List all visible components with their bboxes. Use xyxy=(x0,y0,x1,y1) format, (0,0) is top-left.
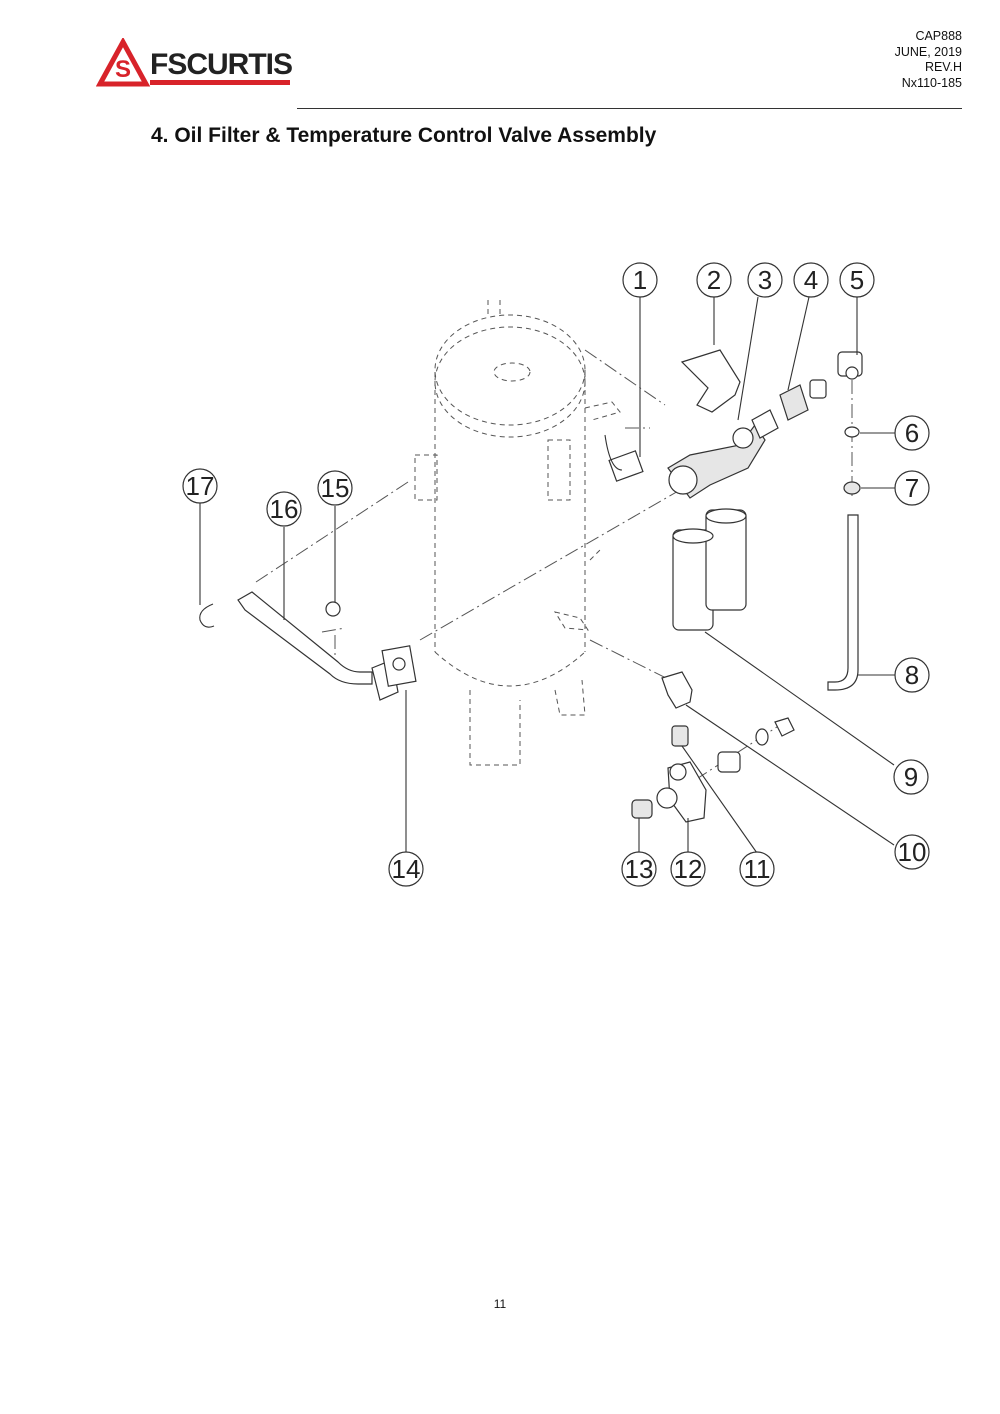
svg-text:14: 14 xyxy=(392,854,421,884)
svg-text:7: 7 xyxy=(905,473,919,503)
callout-7: 7 xyxy=(894,470,930,506)
callout-1: 1 xyxy=(622,262,658,298)
parts-left xyxy=(199,591,417,701)
svg-text:10: 10 xyxy=(898,837,927,867)
page-number: 11 xyxy=(493,1297,507,1311)
callout-5: 5 xyxy=(839,262,875,298)
svg-text:4: 4 xyxy=(804,265,818,295)
callout-12: 12 xyxy=(670,851,706,887)
fscurtis-logo: S xyxy=(96,38,290,87)
svg-text:6: 6 xyxy=(905,418,919,448)
callout-14: 14 xyxy=(388,851,424,887)
svg-text:13: 13 xyxy=(625,854,654,884)
svg-text:9: 9 xyxy=(904,762,918,792)
svg-text:S: S xyxy=(115,56,131,83)
brand-wordmark: FSCURTIS xyxy=(150,48,293,81)
svg-text:15: 15 xyxy=(321,473,350,503)
callout-13: 13 xyxy=(621,851,657,887)
svg-text:8: 8 xyxy=(905,660,919,690)
callout-2: 2 xyxy=(696,262,732,298)
header-rule xyxy=(297,108,962,109)
document-meta: CAP888 JUNE, 2019 REV.H Nx110-185 xyxy=(895,29,962,91)
svg-text:3: 3 xyxy=(758,265,772,295)
callout-8: 8 xyxy=(894,657,930,693)
logo-triangle-icon xyxy=(96,38,151,87)
parts-right xyxy=(604,349,863,691)
receiver-tank xyxy=(414,300,621,766)
callout-16: 16 xyxy=(266,491,302,527)
callout-10: 10 xyxy=(894,834,930,870)
doc-revision: REV.H xyxy=(924,60,962,74)
svg-text:17: 17 xyxy=(186,471,215,501)
doc-model: Nx110-185 xyxy=(901,75,962,90)
svg-text:1: 1 xyxy=(633,265,647,295)
callout-6: 6 xyxy=(894,415,930,451)
svg-text:11: 11 xyxy=(744,854,771,884)
leader-lines xyxy=(199,296,895,854)
callout-3: 3 xyxy=(747,262,783,298)
callout-17: 17 xyxy=(182,468,218,504)
doc-date: JUNE, 2019 xyxy=(894,44,962,59)
callout-11: 11 xyxy=(739,851,775,887)
doc-code: CAP888 xyxy=(915,29,962,43)
section-title: 4. Oil Filter & Temperature Control Valv… xyxy=(151,124,657,147)
svg-text:5: 5 xyxy=(850,265,864,295)
exploded-parts-diagram: 1 2 3 4 5 6 7 8 9 10 11 12 13 14 15 16 1… xyxy=(182,262,930,887)
callout-4: 4 xyxy=(793,262,829,298)
parts-valve-group xyxy=(631,671,795,823)
svg-text:12: 12 xyxy=(674,854,703,884)
svg-text:2: 2 xyxy=(707,265,721,295)
callout-9: 9 xyxy=(893,759,929,795)
svg-text:16: 16 xyxy=(270,494,299,524)
callout-15: 15 xyxy=(317,470,353,506)
